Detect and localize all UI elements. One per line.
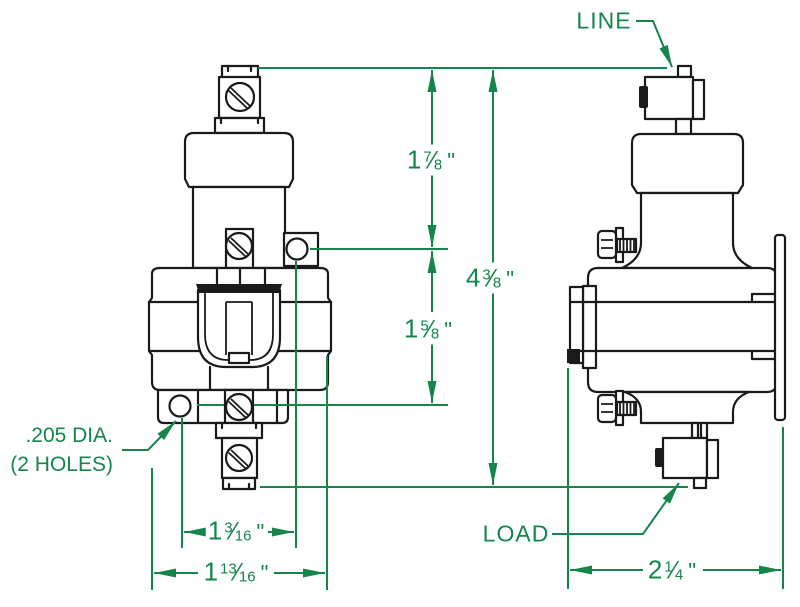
side-load-terminal-screw	[655, 448, 664, 467]
load-leader-arrow	[552, 482, 680, 535]
front-push-button	[196, 284, 282, 392]
side-upper-screw	[596, 226, 638, 264]
side-top-stem	[674, 117, 693, 136]
side-bottom-stem-b	[699, 421, 709, 440]
line-terminal-label: LINE	[576, 7, 632, 34]
side-view	[567, 64, 787, 490]
upper-mounting-hole	[285, 237, 309, 261]
front-lower-band	[156, 388, 290, 425]
side-bottom-taper	[623, 390, 751, 425]
mounting-flange	[773, 233, 787, 422]
front-upper-pedestal	[213, 116, 266, 135]
side-body	[586, 266, 779, 394]
side-load-terminal-tab	[692, 476, 708, 490]
side-lower-screw	[596, 389, 638, 427]
side-line-terminal-screw	[639, 86, 648, 108]
side-cap	[630, 132, 745, 195]
front-cap	[183, 131, 295, 189]
side-line-terminal	[643, 75, 695, 121]
side-line-terminal-plate	[691, 78, 706, 121]
side-push-button	[567, 284, 598, 370]
lower-mounting-hole	[168, 394, 192, 418]
line-leader-arrow	[636, 20, 673, 68]
dimension-annotations	[122, 20, 784, 590]
front-view	[147, 64, 333, 491]
side-button-clip	[567, 349, 580, 363]
side-load-terminal	[661, 436, 709, 480]
side-line-terminal-tab	[676, 64, 693, 79]
side-bottom-stem-a	[690, 421, 700, 440]
load-terminal-label: LOAD	[482, 520, 550, 547]
mounting-holes-note-line1: .205 DIA.	[25, 424, 113, 447]
mounting-holes-note: .205 DIA. (2 HOLES)	[10, 421, 113, 479]
front-screws	[224, 81, 256, 473]
front-bottom-terminal-cap	[221, 476, 257, 491]
mounting-holes-note-line2: (2 HOLES)	[10, 453, 113, 476]
holes-leader-arrow	[122, 420, 177, 451]
side-load-terminal-plate	[705, 438, 720, 480]
side-neck	[620, 191, 754, 270]
